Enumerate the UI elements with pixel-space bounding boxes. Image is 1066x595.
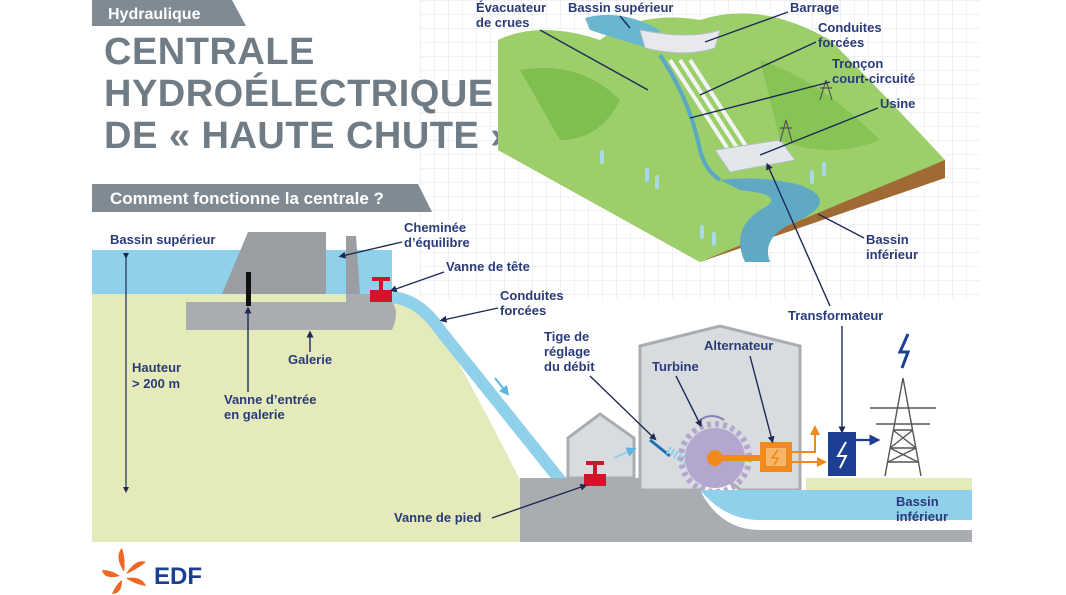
label-bassin-superieur: Bassin supérieur xyxy=(110,232,216,247)
label-evacuateur-2: de crues xyxy=(476,15,529,30)
section-tab: Comment fonctionne la centrale ? xyxy=(92,184,432,212)
plant-3d xyxy=(714,139,796,173)
landscape-labels: Évacuateur de crues Bassin supérieur Bar… xyxy=(476,0,918,262)
label-conduites-3d-2: forcées xyxy=(818,35,864,50)
edf-brand-text: EDF xyxy=(154,563,202,590)
label-troncon-1: Tronçon xyxy=(832,56,883,71)
pylon xyxy=(870,377,936,477)
lightning-icon xyxy=(897,333,911,369)
label-vanne-entree-1: Vanne d’entrée xyxy=(224,392,316,407)
transformer xyxy=(828,432,856,476)
label-cheminee-1: Cheminée xyxy=(404,220,466,235)
category-label: Hydraulique xyxy=(108,6,201,23)
label-tige-1: Tige de xyxy=(544,329,589,344)
title-line-2: HYDROÉLECTRIQUE xyxy=(104,71,494,115)
label-tige-3: du débit xyxy=(544,359,595,374)
lower-water xyxy=(700,490,972,520)
label-bassin-superieur-3d: Bassin supérieur xyxy=(568,0,674,15)
edf-sun-icon xyxy=(102,548,146,594)
label-vanne-tete: Vanne de tête xyxy=(446,259,530,274)
label-evacuateur-1: Évacuateur xyxy=(476,0,546,15)
lower-river-3d xyxy=(720,178,820,262)
ground-slab xyxy=(520,478,972,542)
label-bassin-inferieur-3d-1: Bassin xyxy=(866,232,909,247)
dam-3d xyxy=(639,29,721,54)
label-alternateur: Alternateur xyxy=(704,338,773,353)
label-vanne-pied: Vanne de pied xyxy=(394,510,481,525)
label-barrage: Barrage xyxy=(790,0,839,15)
label-tige-2: réglage xyxy=(544,344,590,359)
label-conduites-2: forcées xyxy=(500,303,546,318)
label-troncon-2: court-circuité xyxy=(832,71,915,86)
landscape-illustration xyxy=(498,13,945,263)
category-tab: Hydraulique xyxy=(92,0,246,26)
label-usine: Usine xyxy=(880,96,915,111)
label-bassin-inferieur-1: Bassin xyxy=(896,494,939,509)
label-hauteur-2: > 200 m xyxy=(132,376,180,391)
alternator xyxy=(760,442,792,472)
shaft xyxy=(720,455,770,461)
label-vanne-entree-2: en galerie xyxy=(224,407,285,422)
page-title: CENTRALE HYDROÉLECTRIQUE DE « HAUTE CHUT… xyxy=(104,31,512,157)
schematic-labels: Bassin supérieur Cheminée d’équilibre Va… xyxy=(110,162,948,525)
surge-chimney-block xyxy=(222,232,326,294)
label-turbine: Turbine xyxy=(652,359,699,374)
label-conduites-1: Conduites xyxy=(500,288,564,303)
label-conduites-3d-1: Conduites xyxy=(818,20,882,35)
title-line-3: DE « HAUTE CHUTE » xyxy=(104,115,512,157)
valve-house xyxy=(566,412,636,480)
hill xyxy=(92,294,520,542)
label-hauteur-1: Hauteur xyxy=(132,360,181,375)
label-transformateur: Transformateur xyxy=(788,308,883,323)
title-line-1: CENTRALE xyxy=(104,31,315,73)
head-gate-valve xyxy=(370,277,392,302)
label-bassin-inferieur-2: inférieur xyxy=(896,509,948,524)
upper-reservoir-3d xyxy=(585,14,660,50)
label-galerie: Galerie xyxy=(288,352,332,367)
gallery-slab xyxy=(186,302,396,330)
label-cheminee-2: d’équilibre xyxy=(404,235,470,250)
section-title: Comment fonctionne la centrale ? xyxy=(110,189,384,208)
gallery-intake-gate xyxy=(246,272,251,306)
label-bassin-inferieur-3d-2: inférieur xyxy=(866,247,918,262)
edf-logo: EDF xyxy=(102,548,202,594)
foot-valve xyxy=(584,461,606,486)
